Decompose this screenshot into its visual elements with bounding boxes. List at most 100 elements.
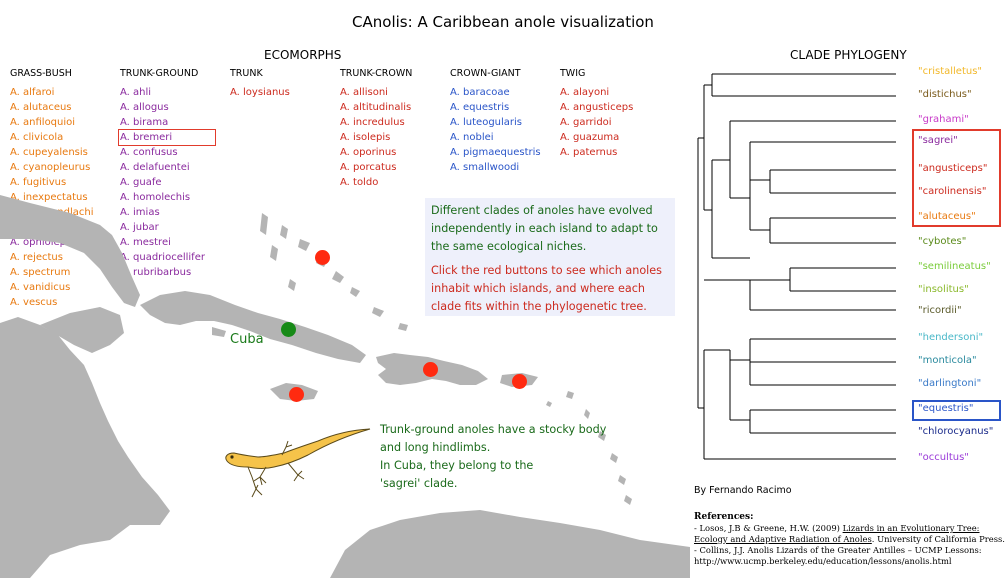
ecomorph-heading: TRUNK: [230, 68, 263, 79]
species-item[interactable]: A. isolepis: [340, 132, 391, 143]
species-item[interactable]: A. confusus: [120, 147, 178, 158]
clade-label[interactable]: "chlorocyanus": [918, 426, 994, 437]
puerto-rico-button[interactable]: [512, 374, 527, 389]
clade-highlight-box: [912, 129, 1001, 227]
species-item[interactable]: A. incredulus: [340, 117, 405, 128]
species-item[interactable]: A. spectrum: [10, 267, 71, 278]
ecomorph-heading: CROWN-GIANT: [450, 68, 521, 79]
species-item[interactable]: A. delafuentei: [120, 162, 190, 173]
species-item[interactable]: A. cupeyalensis: [10, 147, 88, 158]
reference-item: - Losos, J.B & Greene, H.W. (2009) Lizar…: [694, 523, 1005, 544]
clade-label[interactable]: "darlingtoni": [918, 378, 982, 389]
species-item[interactable]: A. bremeri: [118, 129, 216, 146]
clade-label[interactable]: "carolinensis": [918, 186, 987, 197]
species-item[interactable]: A. inexpectatus: [10, 192, 88, 203]
species-item[interactable]: A. garridoi: [560, 117, 612, 128]
species-item[interactable]: A. allisoni: [340, 87, 388, 98]
anole-lizard-icon: [225, 428, 371, 498]
species-item[interactable]: A. fugitivus: [10, 177, 67, 188]
species-item[interactable]: A. paternus: [560, 147, 618, 158]
species-item[interactable]: A. cyanopleurus: [10, 162, 91, 173]
species-item[interactable]: A. alutaceus: [10, 102, 72, 113]
reference-item: - Collins, J.J. Anolis Lizards of the Gr…: [694, 545, 982, 566]
species-item[interactable]: A. luteogularis: [450, 117, 523, 128]
species-item[interactable]: A. rejectus: [10, 252, 63, 263]
ecomorph-column: CROWN-GIANT A. baracoae A. equestris A. lut…: [450, 68, 541, 175]
ecomorph-heading: TWIG: [560, 68, 586, 79]
lizard-text-line: In Cuba, they belong to the: [380, 459, 534, 472]
species-item[interactable]: A. porcatus: [340, 162, 397, 173]
species-item[interactable]: A. smallwoodi: [450, 162, 520, 173]
phylogeny-title: CLADE PHYLOGENY: [790, 48, 907, 62]
page-title: CAnolis: A Caribbean anole visualization: [352, 13, 654, 31]
species-item[interactable]: A. vanidicus: [10, 282, 71, 293]
clade-label[interactable]: "semilineatus": [918, 261, 991, 272]
lizard-text-line: Trunk-ground anoles have a stocky body: [380, 423, 607, 436]
species-item[interactable]: A. rubribarbus: [120, 267, 192, 278]
references: References: - Losos, J.B & Greene, H.W. …: [694, 512, 1006, 567]
species-item[interactable]: A. mestrei: [120, 237, 171, 248]
species-item[interactable]: A. jubar: [120, 222, 159, 233]
clade-label[interactable]: "distichus": [918, 89, 972, 100]
info-box: Different clades of anoles have evolved …: [425, 198, 675, 316]
species-item[interactable]: A. anfiloquioi: [10, 117, 76, 128]
ecomorph-heading: TRUNK-CROWN: [340, 68, 413, 79]
species-item[interactable]: A. vescus: [10, 297, 58, 308]
info-text-2: Click the red buttons to see which anole…: [431, 264, 663, 313]
species-item[interactable]: A. equestris: [450, 102, 510, 113]
species-item[interactable]: A. baracoae: [450, 87, 510, 98]
species-item[interactable]: A. guazuma: [560, 132, 620, 143]
species-item[interactable]: A. ahli: [120, 87, 152, 98]
species-item[interactable]: A. angusticeps: [560, 102, 634, 113]
species-item[interactable]: A. imias: [120, 207, 160, 218]
clade-label[interactable]: "alutaceus": [918, 211, 976, 222]
species-item[interactable]: A. toldo: [340, 177, 379, 188]
lizard-description: Trunk-ground anoles have a stocky body a…: [380, 421, 640, 493]
references-heading: References:: [694, 512, 754, 522]
clade-label[interactable]: "ricordii": [918, 305, 962, 316]
species-item[interactable]: A. pigmaequestris: [450, 147, 541, 158]
author-credit: By Fernando Racimo: [694, 485, 792, 496]
clade-label[interactable]: "grahami": [918, 114, 969, 125]
jamaica-button[interactable]: [289, 387, 304, 402]
clade-label[interactable]: "cybotes": [918, 236, 967, 247]
ecomorph-column: TRUNK A. loysianus: [230, 68, 290, 100]
clade-label[interactable]: "occultus": [918, 452, 969, 463]
hispaniola-button[interactable]: [423, 362, 438, 377]
info-text-1: Different clades of anoles have evolved …: [431, 204, 658, 253]
species-item[interactable]: A. alayoni: [560, 87, 610, 98]
clade-label[interactable]: "sagrei": [918, 135, 958, 146]
cuba-label: Cuba: [230, 332, 264, 347]
lizard-text-line: 'sagrei' clade.: [380, 477, 458, 490]
species-item[interactable]: A. alfaroi: [10, 87, 55, 98]
species-item[interactable]: A. altitudinalis: [340, 102, 412, 113]
bahamas-button[interactable]: [315, 250, 330, 265]
species-item[interactable]: A. birama: [120, 117, 169, 128]
phylogeny-tree: [697, 73, 896, 460]
clade-label[interactable]: "insolitus": [918, 284, 969, 295]
ecomorph-heading: TRUNK-GROUND: [120, 68, 199, 79]
clade-highlight-box: [912, 400, 1001, 421]
lizard-text-line: and long hindlimbs.: [380, 441, 491, 454]
cuba-button[interactable]: [281, 322, 296, 337]
clade-label[interactable]: "equestris": [918, 403, 974, 414]
species-item[interactable]: A. ophiolepis: [10, 237, 74, 248]
reference-link[interactable]: Lizards in an Evolutionary Tree: Ecology…: [694, 523, 980, 544]
species-item[interactable]: A. homolechis: [120, 192, 191, 203]
species-item[interactable]: A. clivicola: [10, 132, 64, 143]
clade-label[interactable]: "angusticeps": [918, 163, 988, 174]
ecomorph-heading: GRASS-BUSH: [10, 68, 72, 79]
clade-label[interactable]: "hendersoni": [918, 332, 984, 343]
ecomorphs-title: ECOMORPHS: [264, 48, 342, 62]
clade-label[interactable]: "monticola": [918, 355, 977, 366]
clade-label[interactable]: "cristalletus": [918, 66, 983, 77]
species-item[interactable]: A. loysianus: [230, 87, 290, 98]
species-item[interactable]: A. quadriocellifer: [120, 252, 205, 263]
species-item[interactable]: A. allogus: [120, 102, 169, 113]
species-item[interactable]: A. oporinus: [340, 147, 397, 158]
species-item[interactable]: A. guafe: [120, 177, 162, 188]
species-item[interactable]: A. noblei: [450, 132, 494, 143]
